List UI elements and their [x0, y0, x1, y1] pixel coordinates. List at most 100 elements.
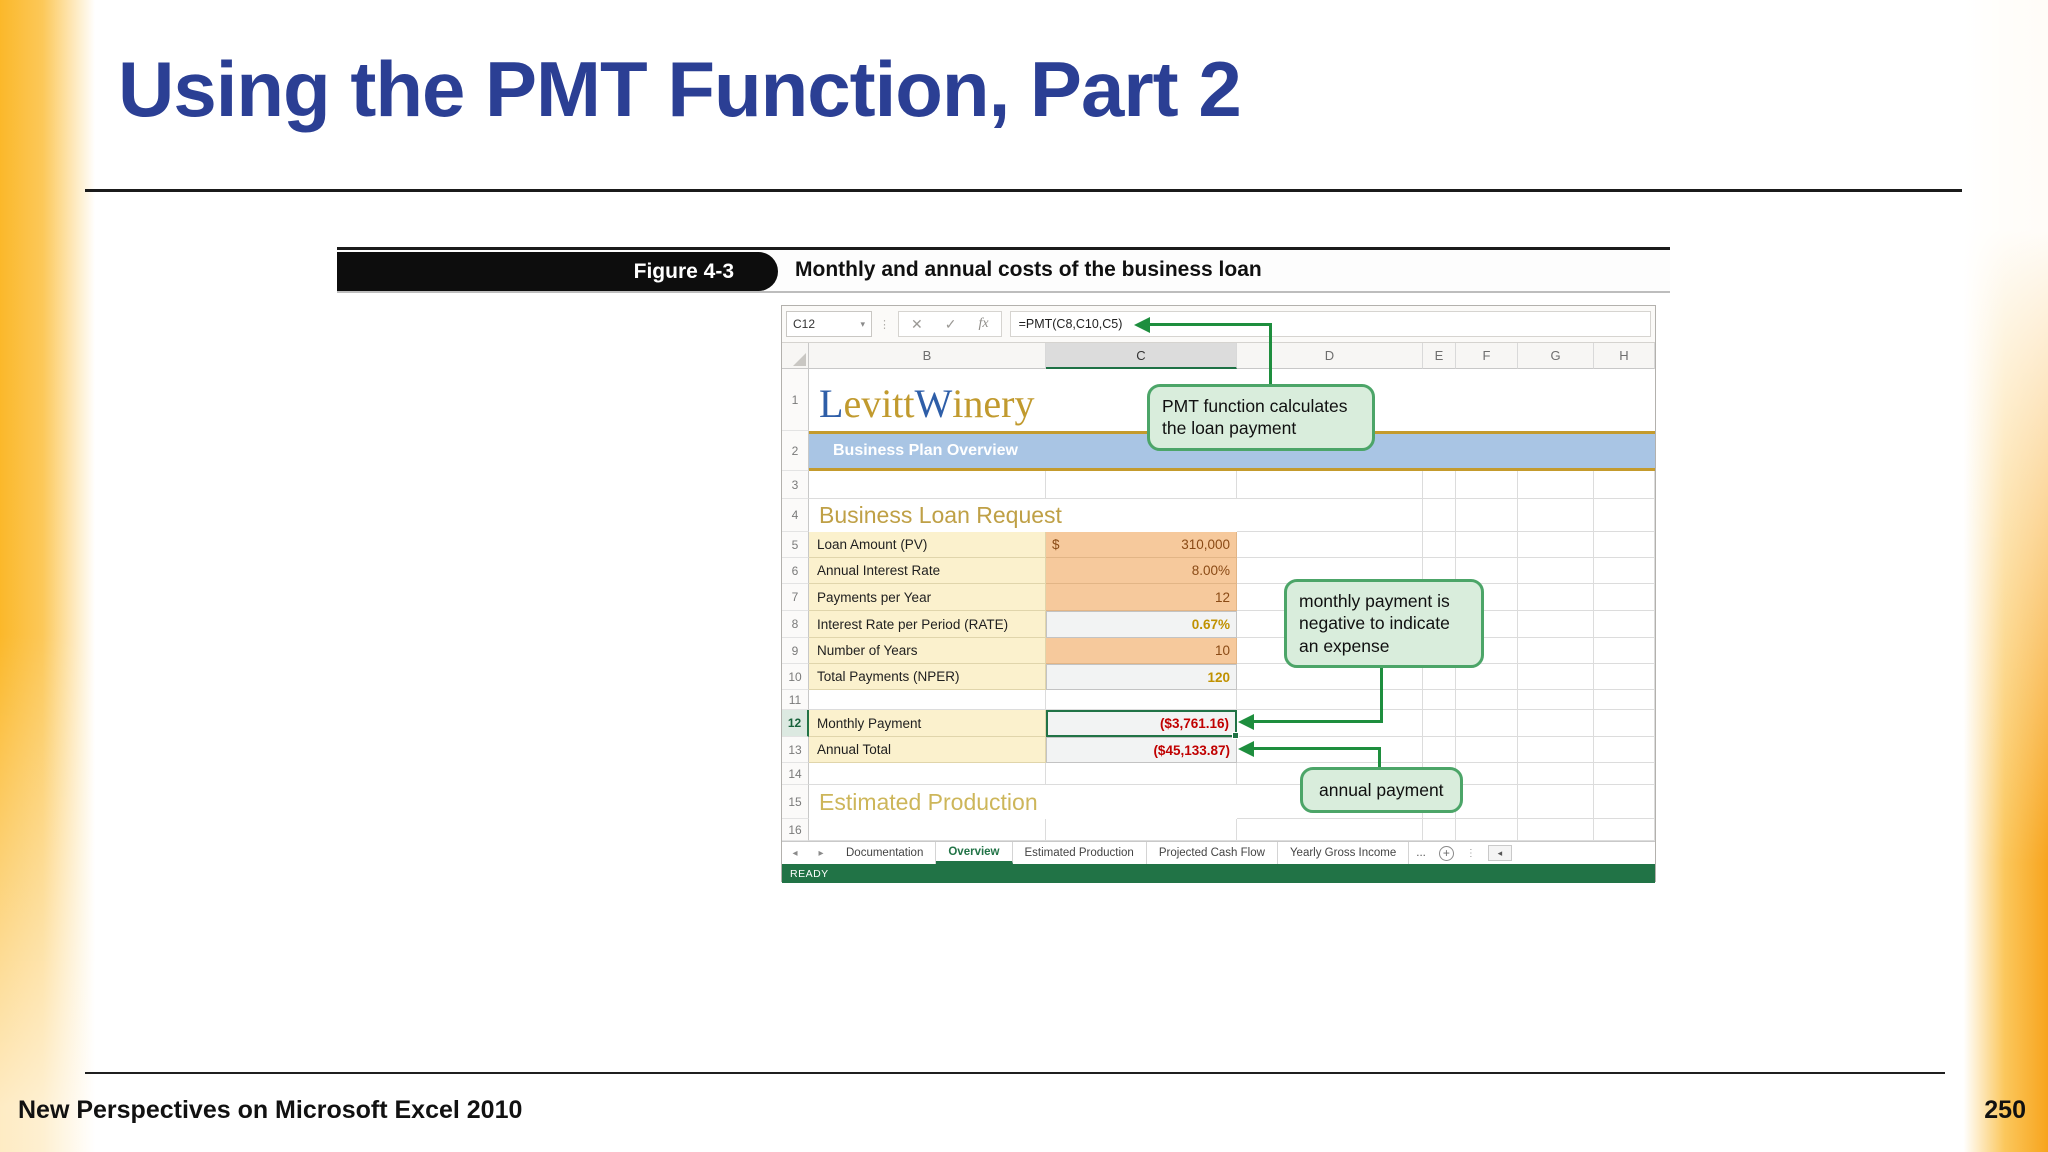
- cell-H6[interactable]: [1594, 558, 1655, 584]
- cell-G1[interactable]: [1518, 369, 1594, 431]
- row-header-6[interactable]: 6: [782, 558, 809, 584]
- cell-D3[interactable]: [1237, 471, 1423, 499]
- column-header-G[interactable]: G: [1518, 343, 1594, 369]
- cell-G11[interactable]: [1518, 690, 1594, 710]
- sheet-nav-left-icon[interactable]: ◂: [792, 847, 798, 859]
- cell-E5[interactable]: [1423, 532, 1456, 558]
- enter-icon[interactable]: ✓: [944, 315, 957, 332]
- row-header-3[interactable]: 3: [782, 471, 809, 499]
- cell-D13[interactable]: [1237, 737, 1423, 763]
- cell-H5[interactable]: [1594, 532, 1655, 558]
- cell-C13-value[interactable]: ($45,133.87): [1046, 737, 1237, 763]
- row-header-15[interactable]: 15: [782, 785, 809, 819]
- cell-F3[interactable]: [1456, 471, 1518, 499]
- cell-C9-value[interactable]: 10: [1046, 638, 1237, 664]
- cell-G3[interactable]: [1518, 471, 1594, 499]
- cell-F9[interactable]: [1456, 638, 1518, 664]
- fill-handle[interactable]: [1232, 732, 1239, 739]
- row-header-13[interactable]: 13: [782, 737, 809, 763]
- cell-B10-label[interactable]: Total Payments (NPER): [809, 664, 1046, 690]
- cell-H12[interactable]: [1594, 710, 1655, 737]
- cell-G13[interactable]: [1518, 737, 1594, 763]
- sheet-tab-documentation[interactable]: Documentation: [834, 842, 937, 864]
- column-header-F[interactable]: F: [1456, 343, 1518, 369]
- cell-D4[interactable]: [1237, 499, 1423, 532]
- select-all-button[interactable]: [782, 343, 809, 369]
- chevron-down-icon[interactable]: ▾: [860, 318, 865, 329]
- cell-E4[interactable]: [1423, 499, 1456, 532]
- cell-B12-label[interactable]: Monthly Payment: [809, 710, 1046, 737]
- cell-H1[interactable]: [1594, 369, 1655, 431]
- cell-C5-value[interactable]: $310,000: [1046, 532, 1237, 558]
- cell-H16[interactable]: [1594, 819, 1655, 841]
- cell-B7-label[interactable]: Payments per Year: [809, 584, 1046, 611]
- row-header-8[interactable]: 8: [782, 611, 809, 638]
- cell-H7[interactable]: [1594, 584, 1655, 611]
- cell-B8-label[interactable]: Interest Rate per Period (RATE): [809, 611, 1046, 638]
- cell-G4[interactable]: [1518, 499, 1594, 532]
- cell-F1[interactable]: [1456, 369, 1518, 431]
- cell-F6[interactable]: [1456, 558, 1518, 584]
- cell-E1[interactable]: [1423, 369, 1456, 431]
- cell-B3[interactable]: [809, 471, 1046, 499]
- cell-F8[interactable]: [1456, 611, 1518, 638]
- row-header-16[interactable]: 16: [782, 819, 809, 841]
- cell-G15[interactable]: [1518, 785, 1594, 819]
- sheet-nav-right-icon[interactable]: ▸: [818, 847, 824, 859]
- cell-G9[interactable]: [1518, 638, 1594, 664]
- cell-B6-label[interactable]: Annual Interest Rate: [809, 558, 1046, 584]
- column-header-E[interactable]: E: [1423, 343, 1456, 369]
- cell-G16[interactable]: [1518, 819, 1594, 841]
- row-header-2[interactable]: 2: [782, 431, 809, 471]
- cell-E10[interactable]: [1423, 664, 1456, 690]
- cell-F10[interactable]: [1456, 664, 1518, 690]
- cell-E12[interactable]: [1423, 710, 1456, 737]
- cell-F4[interactable]: [1456, 499, 1518, 532]
- cell-C8-value[interactable]: 0.67%: [1046, 611, 1237, 638]
- cell-G5[interactable]: [1518, 532, 1594, 558]
- column-header-B[interactable]: B: [809, 343, 1046, 369]
- insert-function-icon[interactable]: fx: [978, 316, 989, 331]
- cell-F5[interactable]: [1456, 532, 1518, 558]
- row-header-9[interactable]: 9: [782, 638, 809, 664]
- cell-H8[interactable]: [1594, 611, 1655, 638]
- cell-C12-value[interactable]: ($3,761.16): [1046, 710, 1239, 739]
- cell-B13-label[interactable]: Annual Total: [809, 737, 1046, 763]
- cell-C11[interactable]: [1046, 690, 1237, 710]
- cell-D12[interactable]: [1237, 710, 1423, 737]
- cell-H15[interactable]: [1594, 785, 1655, 819]
- cell-C10-value[interactable]: 120: [1046, 664, 1237, 690]
- cell-F15[interactable]: [1456, 785, 1518, 819]
- row-header-10[interactable]: 10: [782, 664, 809, 690]
- tab-overflow-ellipsis[interactable]: ...: [1416, 847, 1426, 859]
- cell-C14[interactable]: [1046, 763, 1237, 785]
- cell-F12[interactable]: [1456, 710, 1518, 737]
- cell-H13[interactable]: [1594, 737, 1655, 763]
- column-header-C[interactable]: C: [1046, 343, 1237, 369]
- row-header-5[interactable]: 5: [782, 532, 809, 558]
- cell-B9-label[interactable]: Number of Years: [809, 638, 1046, 664]
- cell-D11[interactable]: [1237, 690, 1423, 710]
- cell-C6-value[interactable]: 8.00%: [1046, 558, 1237, 584]
- cell-D10[interactable]: [1237, 664, 1423, 690]
- hscroll-left-arrow-icon[interactable]: ◂: [1487, 845, 1512, 861]
- tabbar-more-icon[interactable]: ⋮: [1465, 847, 1476, 859]
- cancel-icon[interactable]: ✕: [911, 315, 923, 332]
- cell-H4[interactable]: [1594, 499, 1655, 532]
- cell-D5[interactable]: [1237, 532, 1423, 558]
- cell-H9[interactable]: [1594, 638, 1655, 664]
- cell-E13[interactable]: [1423, 737, 1456, 763]
- row-header-12[interactable]: 12: [782, 710, 809, 737]
- row-header-1[interactable]: 1: [782, 369, 809, 431]
- cell-F11[interactable]: [1456, 690, 1518, 710]
- column-header-D[interactable]: D: [1237, 343, 1423, 369]
- row-header-7[interactable]: 7: [782, 584, 809, 611]
- cell-E11[interactable]: [1423, 690, 1456, 710]
- cell-B11[interactable]: [809, 690, 1046, 710]
- cell-G12[interactable]: [1518, 710, 1594, 737]
- sheet-tab-yearly-gross-income[interactable]: Yearly Gross Income: [1278, 842, 1410, 864]
- cell-G14[interactable]: [1518, 763, 1594, 785]
- section-heading-loan-request[interactable]: Business Loan Request: [819, 502, 1062, 528]
- row-header-11[interactable]: 11: [782, 690, 809, 710]
- column-header-H[interactable]: H: [1594, 343, 1655, 369]
